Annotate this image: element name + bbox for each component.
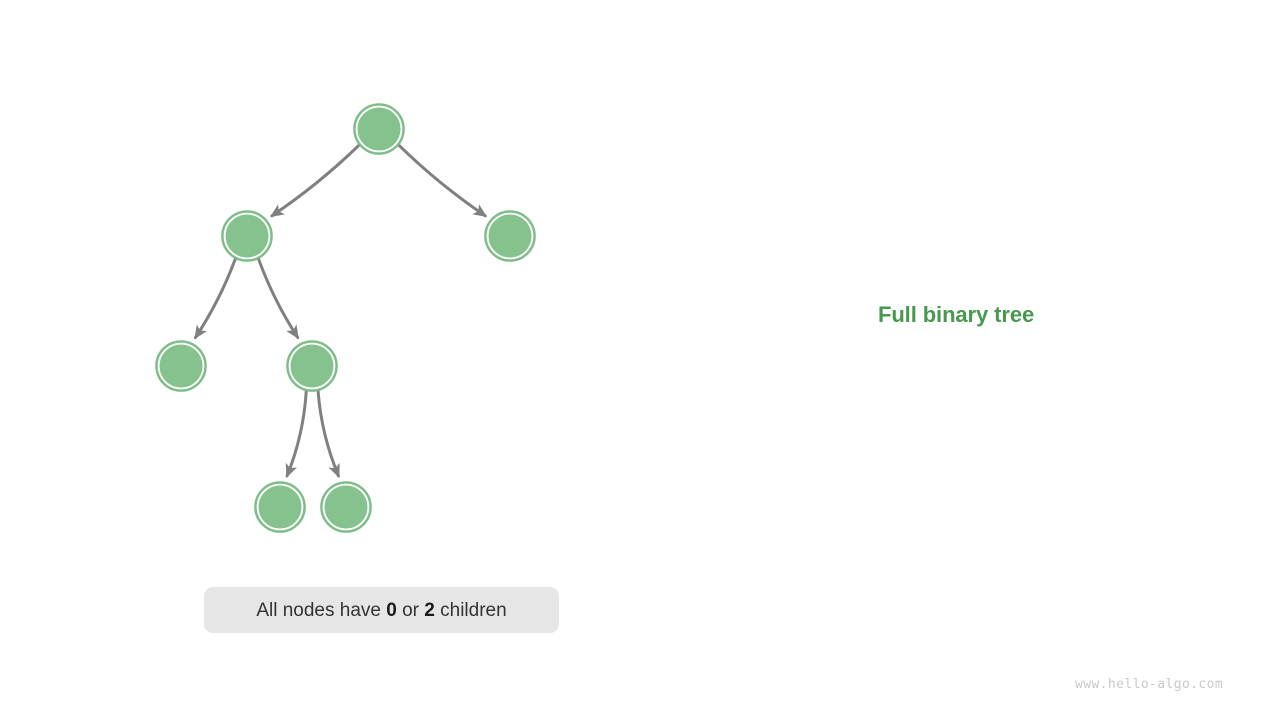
tree-node (221, 210, 273, 262)
caption-suffix: children (434, 599, 507, 621)
tree-node (286, 340, 338, 392)
tree-node (254, 481, 306, 533)
tree-node (155, 340, 207, 392)
watermark: www.hello-algo.com (1075, 677, 1224, 692)
tree-node-inner-ring (157, 342, 205, 390)
tree-edge (193, 257, 237, 340)
tree-node-inner-ring (322, 483, 370, 531)
tree-edge (270, 143, 361, 218)
tree-node-core (291, 345, 333, 387)
tree-node-core (489, 215, 531, 257)
caption-text: All nodes have 0 or 2 children (256, 601, 506, 620)
tree-node-core (160, 345, 202, 387)
tree-edge (257, 257, 300, 340)
tree-node-inner-ring (223, 212, 271, 260)
tree-node-layer (155, 103, 536, 533)
tree-node-core (259, 486, 301, 528)
tree-node-core (325, 486, 367, 528)
page-title-text: Full binary tree (878, 302, 1035, 327)
tree-node-inner-ring (355, 105, 403, 153)
caption-prefix: All nodes have (256, 599, 387, 621)
tree-node-inner-ring (486, 212, 534, 260)
tree-node-core (358, 108, 400, 150)
caption-value-b: 2 (424, 599, 435, 621)
tree-edge-layer (193, 143, 488, 478)
tree-edge (285, 389, 308, 478)
caption-value-a: 0 (386, 599, 397, 621)
tree-node-inner-ring (256, 483, 304, 531)
tree-node (484, 210, 536, 262)
page-title: Full binary tree (878, 302, 1034, 328)
tree-node (353, 103, 405, 155)
tree-node (320, 481, 372, 533)
tree-edge (397, 143, 488, 218)
caption-badge: All nodes have 0 or 2 children (204, 587, 559, 633)
tree-edge (316, 389, 340, 478)
tree-node-inner-ring (288, 342, 336, 390)
caption-middle: or (396, 599, 425, 621)
tree-node-core (226, 215, 268, 257)
